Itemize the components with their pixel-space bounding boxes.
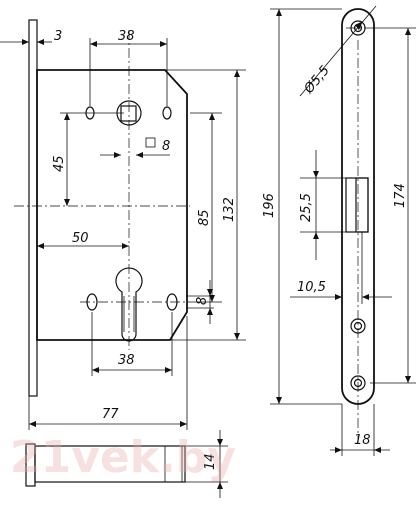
dim-cylinder-hole-width: 8 [195,297,210,305]
dim-latch-window-height: 25,5 [299,193,314,222]
dim-faceplate-height: 196 [262,193,277,218]
square-symbol [145,137,156,148]
faceplate-front-outline [341,8,375,405]
dim-faceplate-width: 18 [354,433,371,448]
spindle-square [120,105,137,122]
dim-backset-upper: 45 [52,155,67,172]
latch-bolt [34,445,186,483]
watermark: 21vek.by [10,432,236,483]
dim-total-depth: 77 [102,407,119,422]
cylinder-hole [115,267,143,342]
dim-cylinder-backset: 50 [72,231,89,246]
dim-body-height: 132 [222,197,237,222]
dim-faceplate-thickness: 3 [54,29,62,44]
dim-latch-offset: 10,5 [297,280,326,295]
lock-body-outline [36,69,188,341]
dim-square-spindle: 8 [162,139,170,154]
faceplate-side [28,19,38,397]
dim-fixing-distance: 174 [393,183,408,208]
dim-center-distance: 85 [197,209,212,226]
dim-bottom-hole-spacing: 38 [118,353,135,368]
top-screw-hole-right [162,106,172,120]
latch-window [345,177,369,233]
dim-top-hole-spacing: 38 [118,29,135,44]
dim-screw-hole-diameter: Ø5,5 [301,63,333,97]
dim-bolt-width: 14 [203,453,218,470]
